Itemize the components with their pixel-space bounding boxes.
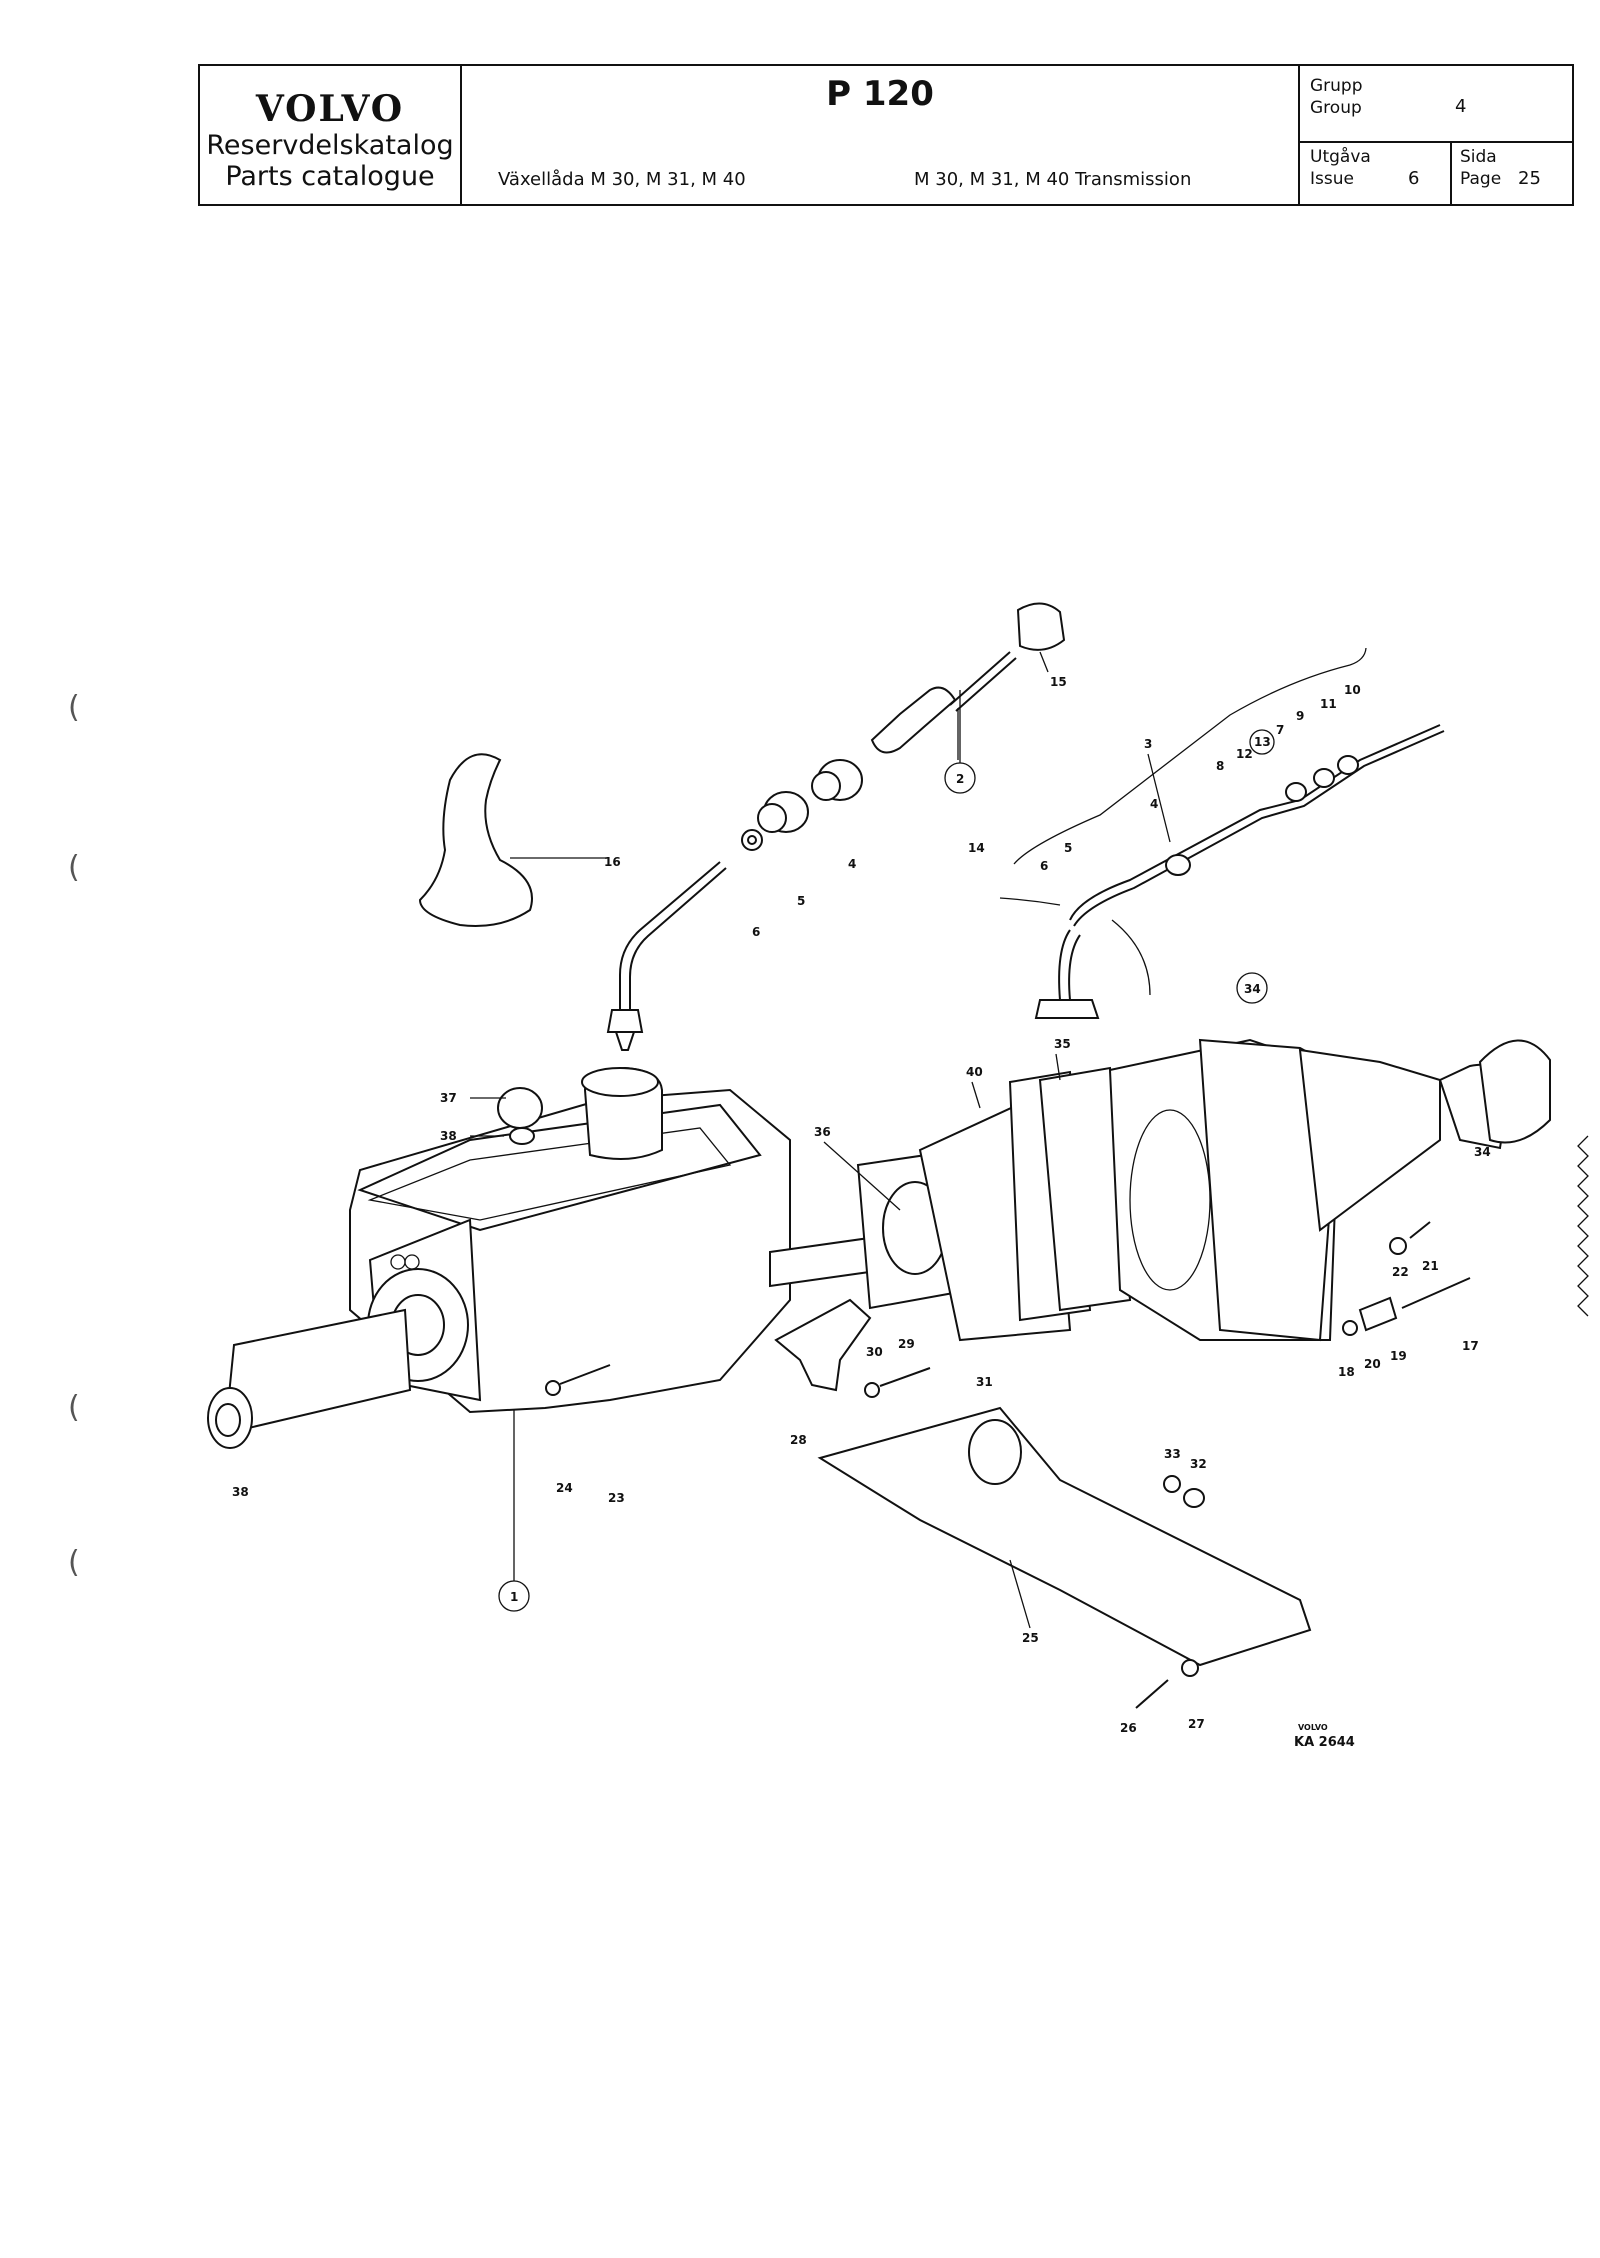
callout-15: 15 [1050, 675, 1067, 689]
callout-30: 30 [866, 1345, 883, 1359]
page-label-en: Page [1460, 169, 1502, 189]
catalog-title-sv: Reservdelskatalog [206, 130, 454, 161]
group-label-en: Group [1310, 98, 1362, 118]
input-shaft-part [207, 1308, 412, 1449]
callout-33: 33 [1164, 1447, 1181, 1461]
binding-hole-mark: ( [68, 1545, 80, 1580]
callout-14: 14 [968, 841, 985, 855]
binding-hole-mark: ( [68, 1390, 80, 1425]
overdrive-unit-part [1108, 1038, 1551, 1342]
binding-hole-mark: ( [68, 850, 80, 885]
callout-35: 35 [1054, 1037, 1071, 1051]
group-box: Grupp Group 4 [1300, 66, 1574, 143]
callout-7: 7 [1276, 723, 1284, 737]
reference-cell: Grupp Group 4 Utgåva Issue 6 Sida Page 2… [1300, 66, 1574, 206]
title-block: VOLVO Reservdelskatalog Parts catalogue … [198, 64, 1574, 206]
gearbox-housing-part [349, 1066, 791, 1414]
volvo-logo: VOLVO [255, 88, 405, 130]
brand-cell: VOLVO Reservdelskatalog Parts catalogue [200, 66, 462, 204]
callout-25: 25 [1022, 1631, 1039, 1645]
callout-21: 21 [1422, 1259, 1439, 1273]
group-label-sv: Grupp [1310, 76, 1363, 96]
callout-32: 32 [1190, 1457, 1207, 1471]
callout-10: 10 [1344, 683, 1361, 697]
callout-9: 9 [1296, 709, 1304, 723]
gear-lever-lower-part [606, 861, 727, 1051]
callout-28: 28 [790, 1433, 807, 1447]
callout-labels: 15 2 16 4 5 6 3 10 11 9 7 13 12 8 4 5 6 … [232, 675, 1491, 1735]
subtitle-sv: Växellåda M 30, M 31, M 40 [498, 169, 746, 190]
callout-circle-34 [1236, 972, 1268, 1004]
callout-16: 16 [604, 855, 621, 869]
callout-4: 4 [848, 857, 856, 871]
leader-lines [470, 690, 1171, 1629]
callout-8: 8 [1216, 759, 1224, 773]
page-value: 25 [1518, 168, 1541, 189]
group-value: 4 [1455, 96, 1467, 117]
bushing-parts [741, 759, 863, 851]
bracket-part [774, 1298, 872, 1392]
issue-label-en: Issue [1310, 169, 1354, 189]
callout-37: 37 [440, 1091, 457, 1105]
callout-circle-13 [1249, 729, 1275, 755]
issue-value: 6 [1408, 168, 1420, 189]
callout-33a: 34 [1474, 1145, 1491, 1159]
callout-11: 11 [1320, 697, 1337, 711]
issue-label-sv: Utgåva [1310, 147, 1371, 167]
overdrive-cable-part [999, 647, 1445, 1019]
issue-box: Utgåva Issue 6 [1300, 141, 1452, 206]
gear-knob-part [1016, 602, 1066, 673]
binding-hole-mark: ( [68, 690, 80, 725]
callout-36: 36 [814, 1125, 831, 1139]
callout-31: 31 [976, 1375, 993, 1389]
callout-39: 38 [232, 1485, 249, 1499]
callout-26: 26 [1120, 1721, 1137, 1735]
callout-38: 38 [440, 1129, 457, 1143]
drawing-number: KA 2644 [1294, 1735, 1355, 1750]
model-cell: P 120 Växellåda M 30, M 31, M 40 M 30, M… [462, 66, 1300, 204]
callout-22: 22 [1392, 1265, 1409, 1279]
binding-edge-mark [1577, 1135, 1589, 1317]
callout-17: 17 [1462, 1339, 1479, 1353]
gear-lever-upper-part [870, 651, 1017, 760]
adapter-plate-part [856, 1066, 1132, 1342]
page-box: Sida Page 25 [1450, 141, 1574, 206]
callout-19: 19 [1390, 1349, 1407, 1363]
callout-13: 13 [1254, 735, 1271, 749]
callout-4b: 4 [1150, 797, 1158, 811]
callout-6b: 6 [1040, 859, 1048, 873]
catalog-title-en: Parts catalogue [225, 161, 435, 192]
page-label-sv: Sida [1460, 147, 1497, 167]
callout-3: 3 [1144, 737, 1152, 751]
callout-20: 20 [1364, 1357, 1381, 1371]
drawing-stamp-brand: VOLVO [1298, 1723, 1328, 1732]
crossmember-part [817, 1406, 1312, 1667]
callout-29: 29 [898, 1337, 915, 1351]
callout-23: 23 [608, 1491, 625, 1505]
callout-6: 6 [752, 925, 760, 939]
subtitle-en: M 30, M 31, M 40 Transmission [914, 169, 1192, 190]
callout-27: 27 [1188, 1717, 1205, 1731]
callout-1: 1 [510, 1590, 518, 1604]
fastener-parts [497, 1087, 1471, 1709]
callout-34: 34 [1244, 982, 1261, 996]
model-name: P 120 [826, 74, 934, 114]
callout-12: 12 [1236, 747, 1253, 761]
callout-24: 24 [556, 1481, 573, 1495]
callout-2: 2 [956, 772, 964, 786]
rubber-boot-part [418, 753, 606, 927]
callout-18: 18 [1338, 1365, 1355, 1379]
callout-40: 40 [966, 1065, 983, 1079]
callout-5b: 5 [1064, 841, 1072, 855]
callout-5: 5 [797, 894, 805, 908]
